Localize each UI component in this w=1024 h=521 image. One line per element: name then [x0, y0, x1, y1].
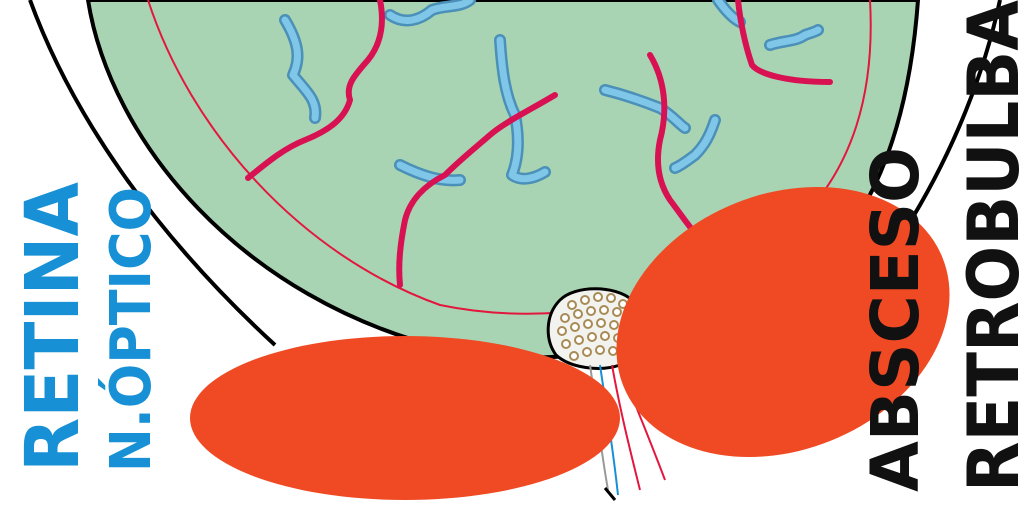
nerve-fiber-dot: [558, 327, 566, 335]
nerve-fiber-dot: [596, 346, 604, 354]
nerve-fiber-dot: [583, 348, 591, 356]
abscess-left: [190, 336, 620, 500]
nerve-fiber-dot: [601, 332, 609, 340]
nerve-fiber-dot: [609, 347, 617, 355]
nerve-fiber-dot: [575, 336, 583, 344]
nerve-fiber-dot: [587, 307, 595, 315]
nerve-fiber-dot: [568, 301, 576, 309]
nerve-fiber-dot: [562, 340, 570, 348]
nerve-fiber-dot: [607, 294, 615, 302]
label-retina: RETINA: [10, 182, 96, 472]
nerve-fiber-dot: [610, 321, 618, 329]
nerve-fiber-dot: [594, 293, 602, 301]
nerve-fiber-dot: [584, 320, 592, 328]
nerve-fiber-dot: [574, 310, 582, 318]
nerve-fiber-dot: [613, 308, 621, 316]
nerve-fiber-dot: [581, 296, 589, 304]
label-retrobulbar: RETROBULBA: [953, 0, 1024, 492]
nerve-fiber-dot: [561, 314, 569, 322]
nerve-fiber-dot: [600, 306, 608, 314]
nerve-fiber-dot: [588, 333, 596, 341]
label-abscess: ABSCESO: [857, 147, 934, 492]
nerve-fiber-dot: [597, 319, 605, 327]
label-optic-nerve: n.ÓPTICO: [99, 187, 164, 472]
nerve-fiber-dot: [570, 352, 578, 360]
nerve-fiber-dot: [571, 323, 579, 331]
